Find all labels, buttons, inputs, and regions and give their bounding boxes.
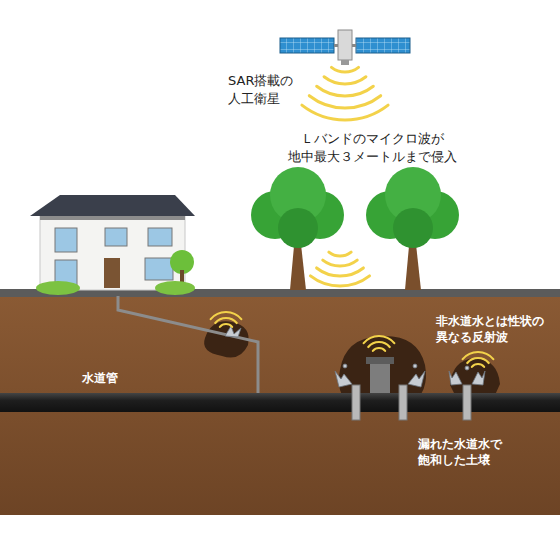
label: 漏れた水道水で 飽和した土壌 bbox=[418, 436, 502, 468]
wave-arc bbox=[364, 336, 395, 343]
valve bbox=[352, 357, 471, 420]
satellite bbox=[280, 30, 410, 65]
tree bbox=[251, 167, 344, 290]
label: 水道管 bbox=[82, 370, 118, 386]
wave-arc bbox=[302, 105, 388, 120]
wave-arc bbox=[317, 268, 364, 276]
wave-arc bbox=[323, 260, 357, 266]
wave-arc bbox=[310, 276, 369, 286]
tree bbox=[366, 167, 459, 290]
wave-arc bbox=[211, 312, 242, 319]
service-pipe bbox=[118, 296, 258, 395]
water-pipe bbox=[0, 393, 560, 412]
wave-arc bbox=[331, 67, 358, 72]
wave-arc bbox=[463, 352, 494, 359]
label: Ｌバンドのマイクロ波が 地中最大３メートルまで侵入 bbox=[288, 130, 457, 165]
wave-arc bbox=[317, 86, 374, 96]
wave-arc bbox=[220, 324, 232, 327]
label: SAR搭載の 人工衛星 bbox=[228, 72, 293, 107]
wave-arc bbox=[373, 348, 385, 351]
wave-arc bbox=[215, 318, 236, 323]
label: 非水道水とは性状の 異なる反射波 bbox=[436, 313, 544, 345]
wave-arc bbox=[467, 358, 488, 363]
soil bbox=[0, 296, 560, 515]
wave-arc bbox=[472, 364, 484, 367]
wave-arc bbox=[368, 342, 389, 347]
wave-arc bbox=[309, 96, 380, 108]
wave-arc bbox=[329, 252, 351, 256]
house bbox=[30, 195, 195, 295]
wave-arc bbox=[324, 77, 366, 84]
